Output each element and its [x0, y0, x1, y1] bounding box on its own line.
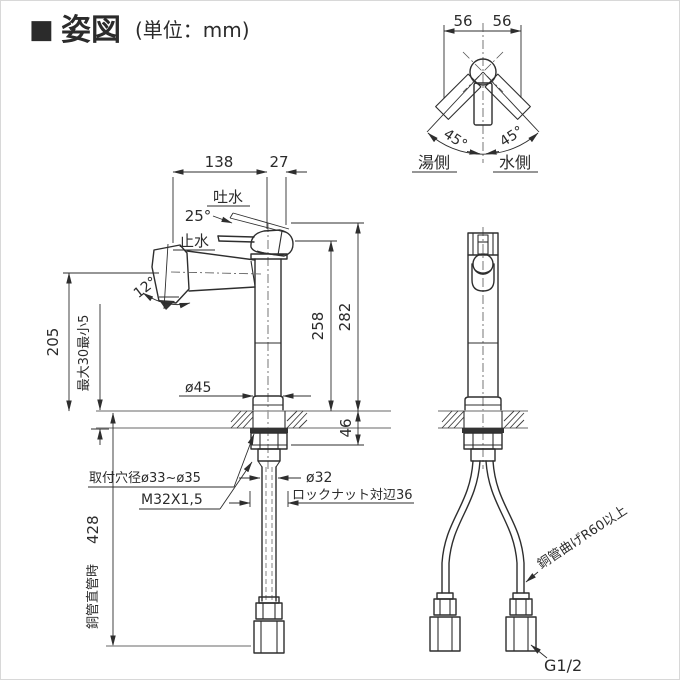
connector-right-front — [505, 592, 537, 652]
counter-hatch-left — [230, 410, 254, 429]
pipe-right-outer — [492, 460, 525, 594]
connector-left-front — [429, 592, 461, 652]
handle-stem-top-view — [473, 82, 493, 126]
counter-hatch-front-right — [503, 410, 525, 429]
angle-45-left: 45° — [440, 126, 470, 153]
dim-handle-offset: 27 — [269, 153, 288, 171]
locknut-side — [250, 432, 288, 450]
dim-total-height: 282 — [336, 303, 354, 332]
tilt-angle: 12° — [131, 274, 160, 302]
connection-thread-label: G1/2 — [544, 656, 582, 675]
pipe-left-inner — [448, 460, 481, 594]
handle-pivot-circle — [469, 58, 497, 86]
title-block: ■ 姿図 (単位：mm) — [29, 13, 250, 48]
deck-thickness-label: 最大30最小5 — [77, 315, 92, 392]
angle-45-right: 45° — [497, 123, 527, 150]
base-flange-front — [464, 396, 502, 412]
shank-front — [470, 448, 496, 462]
faucet-body-side — [250, 253, 288, 412]
dim-56-left: 56 — [453, 12, 472, 30]
dim-base-dia: ø45 — [185, 380, 211, 396]
spout-outlet-front — [472, 253, 494, 275]
pipe-bend-label: 銅管曲げR60以上 — [535, 503, 630, 572]
stop-label: 止水 — [179, 232, 209, 250]
handle-front — [467, 232, 499, 256]
dim-shank-dia: ø32 — [306, 470, 332, 486]
page-title: 姿図 — [61, 13, 121, 48]
title-unit-label: (単位：mm) — [135, 18, 250, 42]
counter-hatch-front-left — [441, 410, 465, 429]
cold-side-label: 水側 — [499, 153, 531, 172]
mount-hole-label: 取付穴径ø33~ø35 — [89, 471, 201, 486]
side-view-faucet: 138 27 吐水 25° 止水 — [44, 153, 414, 654]
spout-underside-front — [471, 263, 495, 292]
hot-side-label: 湯側 — [418, 153, 450, 172]
discharge-angle: 25° — [185, 207, 212, 225]
dim-spout-height: 205 — [44, 328, 62, 357]
title-square-icon: ■ — [29, 15, 54, 45]
top-view-handle-swing: 56 56 45° 45° 湯側 水側 — [412, 12, 540, 173]
straight-pipe-label: 銅管直管時 — [86, 564, 101, 629]
under-counter-side — [250, 428, 288, 654]
swing-arc — [427, 132, 539, 155]
aerator-tip — [159, 300, 175, 310]
counter-side — [96, 410, 391, 429]
locknut-label: ロックナット対辺36 — [292, 488, 413, 503]
under-counter-front — [429, 428, 537, 652]
lever-closed — [217, 229, 294, 257]
thread-label: M32X1,5 — [141, 492, 203, 508]
dim-spout-reach: 138 — [205, 153, 234, 171]
faucet-body-front — [464, 254, 502, 412]
counter-hatch-right — [286, 410, 308, 429]
pipe-right-inner — [485, 460, 518, 594]
dim-56-right: 56 — [492, 12, 511, 30]
shank-side — [257, 448, 281, 462]
dim-body-height: 258 — [309, 312, 327, 341]
front-view-faucet: 銅管曲げR60以上 G1/2 — [429, 227, 630, 675]
connector-body-side — [253, 620, 285, 654]
discharge-label: 吐水 — [213, 188, 243, 206]
tilt-arc — [142, 292, 191, 309]
dim-under-counter: 46 — [337, 418, 355, 437]
dim-pipe-length: 428 — [84, 515, 102, 544]
pipe-left-outer — [441, 460, 474, 594]
spout-arm — [170, 250, 262, 292]
connector-nut-side — [255, 602, 283, 620]
